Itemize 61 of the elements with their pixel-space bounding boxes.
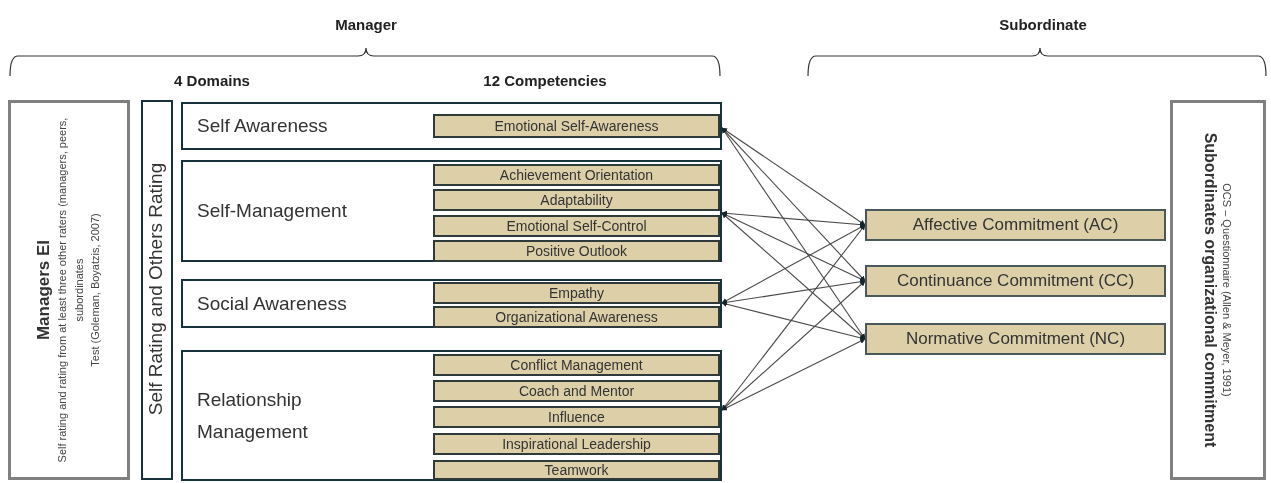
group-heading: Subordinate (999, 16, 1087, 33)
double-arrow (721, 301, 866, 341)
box-title: Subordinates organizational commitment (1200, 132, 1219, 448)
double-arrow (721, 212, 866, 340)
box-title: Managers EI (34, 239, 55, 341)
rating-title: Self Rating and Others Rating (145, 162, 167, 416)
competency-box (433, 380, 720, 402)
competency-box (433, 406, 720, 428)
double-arrow (721, 224, 866, 304)
group-heading: Manager (335, 16, 397, 33)
domain-title: Self-Management (197, 198, 348, 223)
domain-box (181, 160, 722, 262)
column-heading: 12 Competencies (483, 72, 607, 89)
box-note: OCS – Questionnaire (Allen & Meyer, 1991) (1220, 183, 1235, 397)
competency-box (433, 282, 720, 304)
competency-box (433, 306, 720, 328)
double-arrow (721, 127, 866, 226)
double-arrow (721, 280, 866, 411)
domain-title: Social Awareness (197, 291, 348, 316)
column-heading: 4 Domains (174, 72, 250, 89)
commitment-box (865, 209, 1166, 241)
competency-label: Adaptability (540, 192, 613, 208)
rating-box (141, 100, 173, 480)
competency-label: Teamwork (544, 462, 609, 478)
competency-box (433, 164, 720, 186)
commitment-label: Continuance Commitment (CC) (896, 271, 1135, 291)
competency-box (433, 215, 720, 237)
competency-label: Organizational Awareness (495, 309, 658, 325)
competency-box (433, 354, 720, 376)
competency-label: Emotional Self-Awareness (494, 118, 659, 134)
competency-box (433, 433, 720, 455)
competency-label: Inspirational Leadership (502, 436, 651, 452)
double-arrow (721, 210, 866, 228)
domain-box (181, 350, 722, 481)
competency-label: Influence (548, 409, 605, 425)
competency-label: Positive Outlook (525, 243, 628, 259)
competency-label: Conflict Management (510, 357, 643, 373)
domain-box (181, 102, 722, 150)
commitment-label: Affective Commitment (AC) (912, 215, 1119, 235)
info-box (8, 100, 130, 480)
double-arrow (721, 338, 866, 411)
box-note: Test (Goleman, Boyatzis, 2007) (88, 213, 103, 367)
competency-box (433, 240, 720, 262)
competency-box (433, 460, 720, 480)
domain-box (181, 279, 722, 328)
commitment-box (865, 323, 1166, 355)
competency-label: Coach and Mentor (518, 383, 635, 399)
commitment-label: Normative Commitment (NC) (905, 329, 1126, 349)
double-arrow (721, 127, 866, 340)
competency-box (433, 189, 720, 211)
domain-title: Self Awareness (197, 113, 329, 138)
competency-label: Emotional Self-Control (506, 218, 647, 234)
double-arrow (721, 127, 866, 282)
competency-label: Achievement Orientation (499, 167, 654, 183)
double-arrow (721, 224, 866, 411)
competency-label: Empathy (548, 285, 605, 301)
competency-box (433, 114, 720, 138)
domain-title: Relationship Management (197, 387, 309, 444)
box-note: Self rating and rating from at least three other raters (managers, peers, subordinates (55, 116, 86, 465)
commitment-box (865, 265, 1166, 297)
info-box (1170, 100, 1266, 480)
